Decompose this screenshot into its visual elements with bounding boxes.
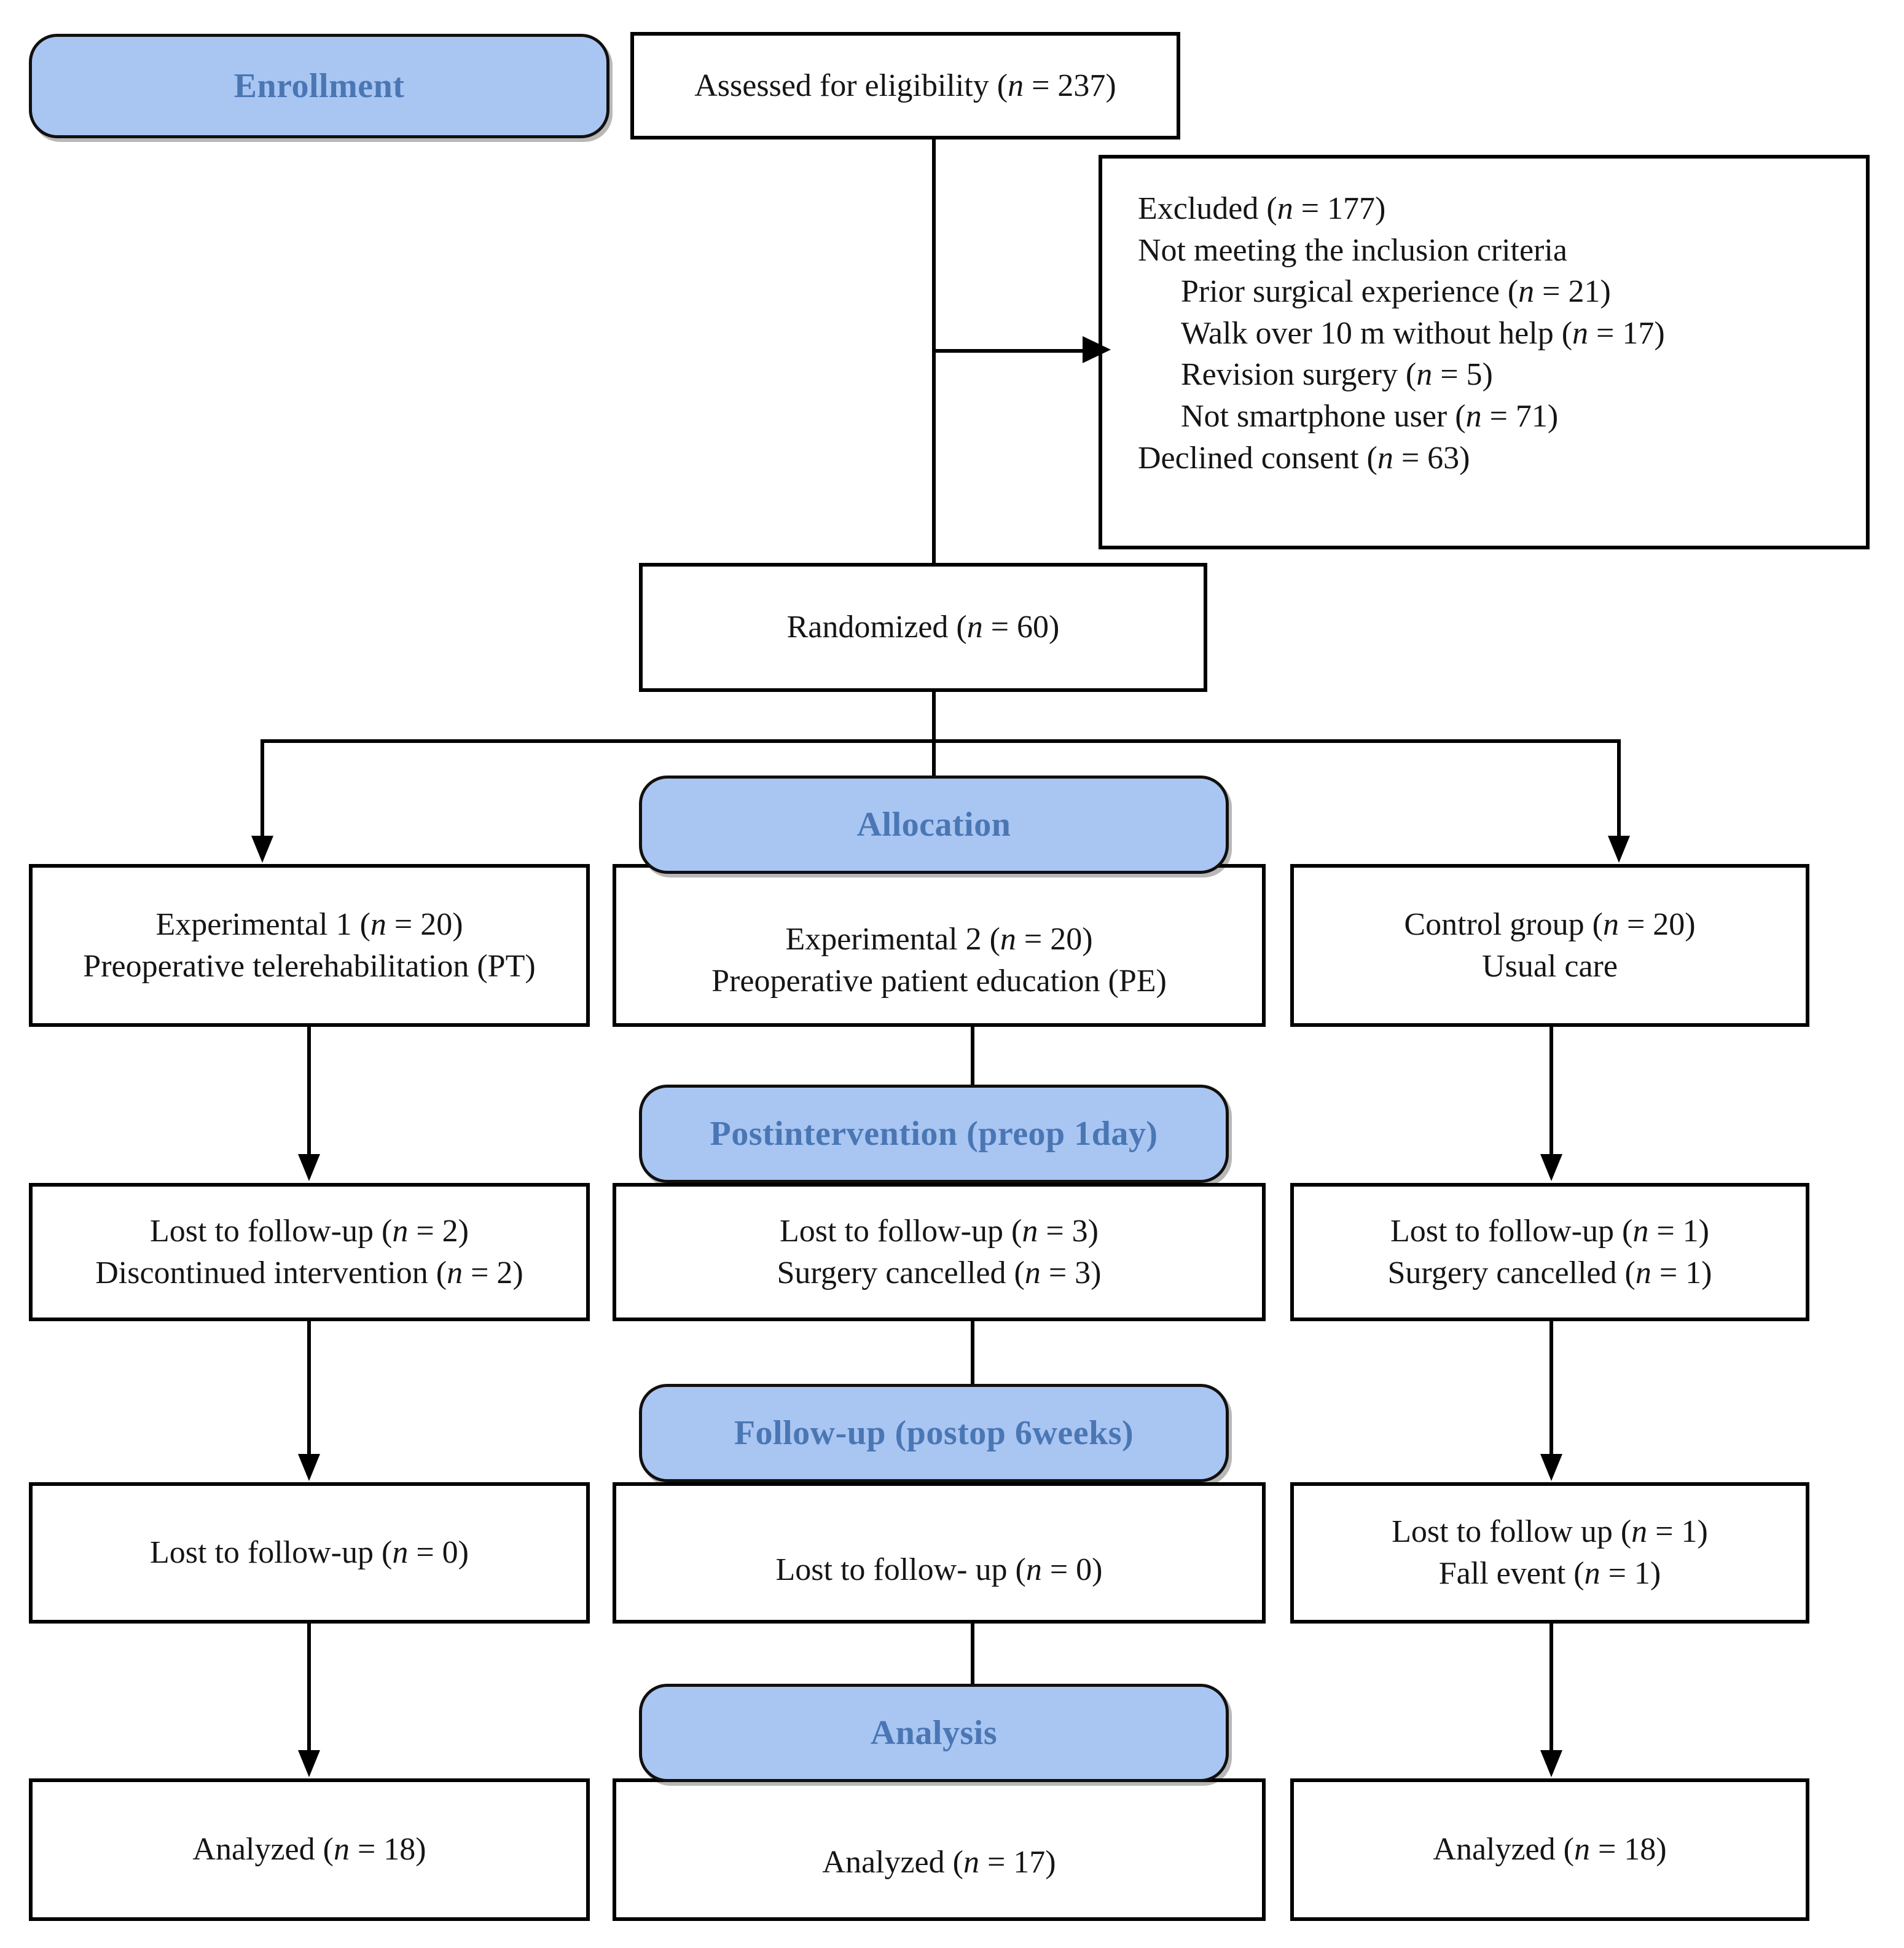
analysis-box-experimental-2: Analyzed (n = 17) xyxy=(613,1778,1266,1921)
connector-control-alloc-to-post xyxy=(1549,1027,1553,1156)
fu-exp2-line1: Lost to follow- up (n = 0) xyxy=(775,1552,1103,1587)
analysis-box-control: Analyzed (n = 18) xyxy=(1290,1778,1809,1921)
connector-split-right-drop xyxy=(1617,739,1621,838)
excluded-reason-2: Revision surgery (n = 5) xyxy=(1181,357,1493,393)
postintervention-box-experimental-1: Lost to follow-up (n = 2) Discontinued i… xyxy=(29,1183,590,1321)
arrowhead-control-post xyxy=(1540,1154,1562,1181)
followup-box-experimental-1: Lost to follow-up (n = 0) xyxy=(29,1482,590,1624)
arrowhead-to-excluded xyxy=(1083,336,1111,363)
analysis-control-line1: Analyzed (n = 18) xyxy=(1433,1832,1667,1867)
fu-control-line1: Lost to follow up (n = 1) xyxy=(1392,1514,1708,1550)
stage-banner-analysis-label: Analysis xyxy=(870,1714,998,1752)
fu-control-line2: Fall event (n = 1) xyxy=(1438,1556,1661,1591)
randomized-box: Randomized (n = 60) xyxy=(639,563,1207,692)
arrowhead-allocation-left xyxy=(251,836,273,863)
followup-box-experimental-2: Lost to follow- up (n = 0) xyxy=(613,1482,1266,1624)
excluded-total: Excluded (n = 177) xyxy=(1138,191,1386,226)
stage-banner-allocation: Allocation xyxy=(639,776,1229,874)
postintervention-box-experimental-2: Lost to follow-up (n = 3) Surgery cancel… xyxy=(613,1183,1266,1321)
arrowhead-exp1-post xyxy=(298,1154,320,1181)
connector-exp1-alloc-to-post xyxy=(307,1027,311,1156)
allocation-box-control: Control group (n = 20) Usual care xyxy=(1290,864,1809,1027)
connector-exp1-post-to-fu xyxy=(307,1321,311,1456)
excluded-reason-1: Walk over 10 m without help (n = 17) xyxy=(1181,315,1665,351)
allocation-control-line2: Usual care xyxy=(1482,948,1618,984)
followup-box-control: Lost to follow up (n = 1) Fall event (n … xyxy=(1290,1482,1809,1624)
fu-exp1-line1: Lost to follow-up (n = 0) xyxy=(150,1535,469,1571)
allocation-exp2-line1: Experimental 2 (n = 20) xyxy=(785,921,1093,957)
analysis-exp2-line1: Analyzed (n = 17) xyxy=(822,1845,1056,1880)
post-control-line1: Lost to follow-up (n = 1) xyxy=(1390,1213,1709,1249)
stage-banner-postintervention-label: Postintervention (preop 1day) xyxy=(710,1115,1158,1153)
post-exp1-line2: Discontinued intervention (n = 2) xyxy=(95,1255,523,1290)
stage-banner-enrollment-label: Enrollment xyxy=(233,67,405,105)
post-exp1-line1: Lost to follow-up (n = 2) xyxy=(150,1213,469,1249)
allocation-box-experimental-1: Experimental 1 (n = 20) Preoperative tel… xyxy=(29,864,590,1027)
connector-eligibility-to-excluded xyxy=(934,349,1087,353)
post-exp2-line1: Lost to follow-up (n = 3) xyxy=(780,1213,1099,1249)
assessed-for-eligibility-box: Assessed for eligibility (n = 237) xyxy=(630,32,1180,139)
analysis-box-experimental-1: Analyzed (n = 18) xyxy=(29,1778,590,1921)
postintervention-box-control: Lost to follow-up (n = 1) Surgery cancel… xyxy=(1290,1183,1809,1321)
excluded-criteria-header: Not meeting the inclusion criteria xyxy=(1138,232,1567,268)
allocation-control-line1: Control group (n = 20) xyxy=(1404,906,1696,942)
assessed-for-eligibility-text: Assessed for eligibility (n = 237) xyxy=(694,68,1116,103)
connector-exp1-fu-to-analysis xyxy=(307,1624,311,1753)
excluded-box: Excluded (n = 177) Not meeting the inclu… xyxy=(1099,155,1870,549)
arrowhead-control-analysis xyxy=(1540,1750,1562,1777)
excluded-declined-consent: Declined consent (n = 63) xyxy=(1138,440,1470,476)
allocation-exp1-line2: Preoperative telerehabilitation (PT) xyxy=(83,948,536,984)
stage-banner-analysis: Analysis xyxy=(639,1684,1229,1782)
connector-split-left-drop xyxy=(261,739,264,838)
stage-banner-enrollment: Enrollment xyxy=(29,34,609,138)
arrowhead-control-fu xyxy=(1540,1454,1562,1481)
post-control-line2: Surgery cancelled (n = 1) xyxy=(1387,1255,1712,1290)
stage-banner-followup: Follow-up (postop 6weeks) xyxy=(639,1384,1229,1482)
allocation-exp2-line2: Preoperative patient education (PE) xyxy=(711,963,1167,999)
arrowhead-allocation-right xyxy=(1608,836,1630,863)
stage-banner-postintervention: Postintervention (preop 1day) xyxy=(639,1085,1229,1183)
connector-control-post-to-fu xyxy=(1549,1321,1553,1456)
connector-control-fu-to-analysis xyxy=(1549,1624,1553,1753)
post-exp2-line2: Surgery cancelled (n = 3) xyxy=(777,1255,1102,1290)
arrowhead-exp1-analysis xyxy=(298,1750,320,1777)
excluded-reason-0: Prior surgical experience (n = 21) xyxy=(1181,274,1611,310)
excluded-reason-3: Not smartphone user (n = 71) xyxy=(1181,398,1559,434)
connector-randomized-split-bar xyxy=(261,739,1621,743)
arrowhead-exp1-fu xyxy=(298,1454,320,1481)
allocation-exp1-line1: Experimental 1 (n = 20) xyxy=(155,906,463,942)
allocation-box-experimental-2: Experimental 2 (n = 20) Preoperative pat… xyxy=(613,864,1266,1027)
analysis-exp1-line1: Analyzed (n = 18) xyxy=(192,1832,426,1867)
stage-banner-allocation-label: Allocation xyxy=(856,806,1011,844)
stage-banner-followup-label: Follow-up (postop 6weeks) xyxy=(734,1414,1134,1452)
randomized-text: Randomized (n = 60) xyxy=(786,610,1060,645)
